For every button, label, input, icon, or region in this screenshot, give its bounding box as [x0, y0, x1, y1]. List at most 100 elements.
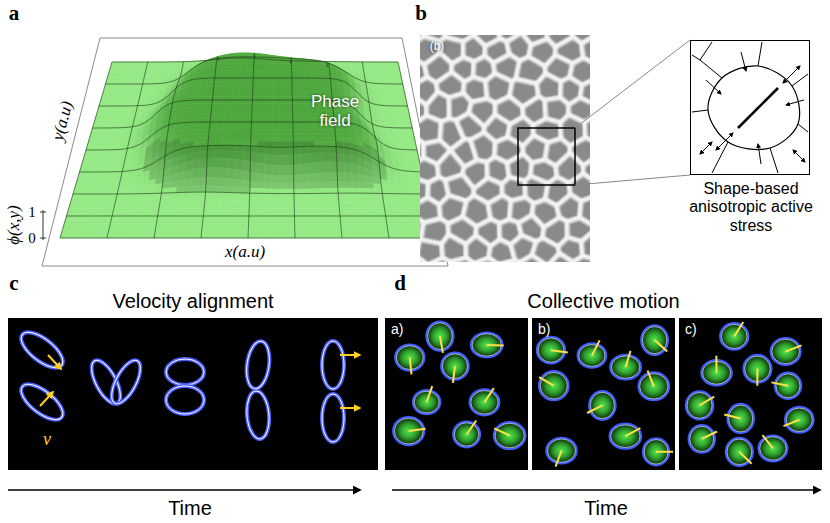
surface — [253, 93, 260, 97]
surface — [287, 205, 295, 209]
surface — [101, 168, 109, 172]
surface — [223, 126, 230, 130]
surface — [260, 74, 266, 78]
surface — [232, 96, 239, 100]
surface — [279, 118, 286, 122]
surface — [236, 159, 243, 170]
surface — [285, 71, 291, 75]
surface — [286, 175, 293, 183]
surface — [239, 96, 246, 100]
surface — [257, 205, 265, 209]
surface — [109, 194, 117, 198]
surface — [96, 161, 104, 165]
surface — [397, 194, 405, 198]
surface — [233, 85, 240, 89]
surface — [344, 173, 352, 182]
surface — [169, 187, 177, 192]
surface — [391, 201, 399, 205]
surface — [265, 122, 272, 126]
surface — [266, 89, 273, 93]
surface — [113, 175, 121, 179]
surface — [89, 187, 97, 191]
surface — [253, 89, 260, 93]
surface — [118, 186, 126, 190]
surface — [286, 93, 293, 97]
surface — [317, 71, 324, 75]
surface — [405, 198, 413, 202]
surface — [398, 201, 406, 205]
surface — [266, 67, 272, 71]
surface — [184, 111, 191, 115]
surface — [227, 197, 235, 201]
surface — [266, 71, 272, 75]
surface — [153, 62, 160, 66]
surface — [234, 201, 242, 205]
surface — [190, 192, 198, 197]
surface — [228, 159, 235, 170]
surface — [301, 183, 308, 189]
surface — [239, 104, 246, 108]
surface — [312, 85, 319, 89]
surface — [225, 107, 232, 111]
surface — [264, 189, 271, 194]
surface — [146, 193, 154, 197]
surface — [387, 66, 394, 70]
surface — [242, 197, 250, 201]
surface — [272, 100, 279, 104]
surface — [299, 104, 306, 108]
surface — [265, 164, 272, 175]
surface — [279, 183, 286, 189]
surface — [218, 107, 225, 111]
surface — [264, 209, 272, 213]
surface — [216, 64, 223, 68]
surface — [312, 89, 319, 93]
surface — [159, 62, 166, 66]
surface — [316, 182, 324, 189]
surface — [369, 69, 376, 73]
surface — [279, 194, 286, 198]
surface — [286, 129, 293, 133]
surface — [207, 151, 215, 159]
surface — [163, 69, 170, 73]
surface — [390, 80, 397, 84]
surface — [301, 164, 308, 175]
surface — [218, 111, 225, 115]
surface — [102, 139, 110, 143]
surface — [315, 173, 322, 183]
surface — [392, 91, 399, 95]
surface — [108, 168, 116, 172]
surface — [132, 190, 140, 194]
surface — [219, 93, 226, 97]
surface — [382, 73, 389, 77]
surface — [264, 201, 272, 205]
surface — [221, 168, 229, 179]
surface — [104, 212, 112, 216]
surface — [151, 205, 159, 209]
surface — [399, 128, 406, 132]
surface — [195, 133, 202, 137]
surface — [245, 111, 252, 115]
surface — [279, 78, 285, 82]
surface — [286, 122, 293, 126]
surface — [330, 188, 338, 193]
surface — [266, 78, 272, 82]
surface — [88, 165, 96, 169]
surface — [332, 205, 340, 209]
surface — [139, 194, 147, 198]
surface — [90, 157, 98, 161]
surface — [389, 190, 397, 194]
surface — [307, 129, 314, 133]
surface — [220, 186, 228, 192]
surface — [309, 197, 317, 201]
surface — [121, 205, 129, 209]
surface — [323, 188, 331, 193]
surface — [285, 74, 291, 78]
surface — [286, 183, 293, 189]
surface — [272, 175, 279, 183]
surface — [176, 187, 184, 193]
surface — [158, 66, 165, 70]
surface — [390, 194, 398, 198]
surface — [309, 205, 317, 209]
surface — [266, 64, 272, 68]
surface — [260, 71, 266, 75]
